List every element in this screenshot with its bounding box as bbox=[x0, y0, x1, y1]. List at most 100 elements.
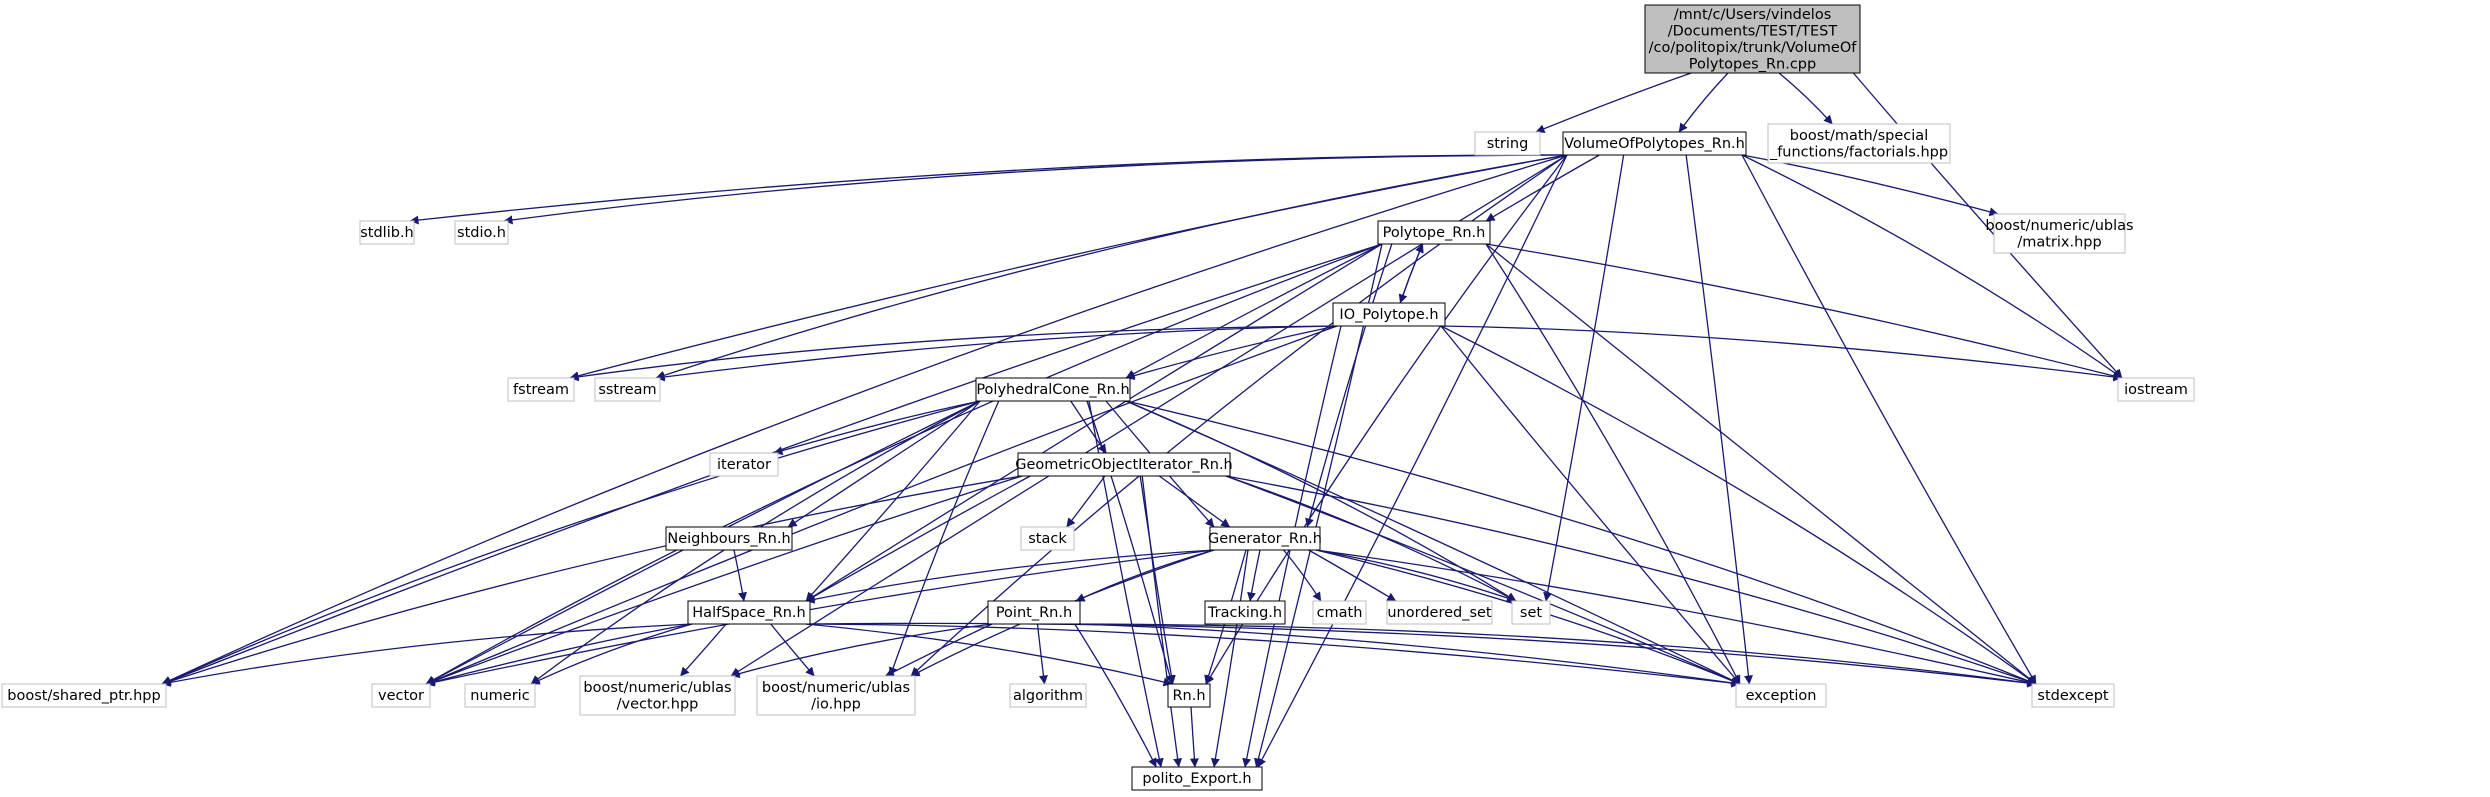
edge-halfspace-to-rnh bbox=[805, 623, 1173, 687]
edge-polytope-to-sharedptr bbox=[161, 243, 1383, 686]
node-box-fstream bbox=[507, 377, 575, 402]
edge-polytope-to-stdexcept bbox=[1485, 243, 2037, 685]
node-box-tracking bbox=[1204, 600, 1286, 625]
node-box-neighbours bbox=[665, 526, 793, 551]
node-label-fstream-line-0: fstream bbox=[513, 382, 569, 398]
edge-geomiter-to-exception bbox=[1225, 475, 1741, 685]
edges-layer bbox=[161, 72, 2123, 768]
node-box-stack bbox=[1020, 526, 1075, 551]
node-label-sharedptr-line-0: boost/shared_ptr.hpp bbox=[7, 688, 160, 704]
node-label-root-line-0: /mnt/c/Users/vindelos bbox=[1674, 7, 1832, 23]
node-label-matrix-line-1: /matrix.hpp bbox=[2017, 234, 2101, 250]
edge-halfspace-to-ublasvector bbox=[679, 623, 727, 677]
edge-volh-to-iostream bbox=[1741, 154, 2123, 379]
edge-polytope-to-polycone bbox=[1125, 243, 1383, 379]
node-stdexcept: stdexcept bbox=[2031, 683, 2115, 708]
node-point[interactable]: Point_Rn.h bbox=[987, 600, 1081, 625]
node-label-stack-line-0: stack bbox=[1028, 531, 1067, 547]
edge-halfspace-to-sharedptr bbox=[161, 623, 693, 687]
edge-iopolytope-to-polytope bbox=[1399, 243, 1424, 304]
edge-volh-to-stdio bbox=[503, 154, 1568, 225]
node-box-iostream bbox=[2117, 377, 2195, 402]
edge-generator-to-set bbox=[1315, 549, 1517, 603]
node-box-cmath bbox=[1312, 600, 1367, 625]
edge-polytope-to-vector bbox=[425, 243, 1383, 685]
edge-volh-to-sharedptr bbox=[161, 154, 1568, 685]
edge-polycone-to-stdexcept bbox=[1125, 400, 2037, 685]
edge-generator-to-vector bbox=[425, 549, 1215, 687]
node-polycone[interactable]: PolyhedralCone_Rn.h bbox=[975, 377, 1131, 402]
node-ublasvector: boost/numeric/ublas/vector.hpp bbox=[579, 675, 736, 716]
node-box-numeric bbox=[464, 683, 536, 708]
edge-generator-to-stdexcept bbox=[1315, 549, 2037, 687]
edge-root-to-string bbox=[1535, 72, 1692, 133]
node-ublasio: boost/numeric/ublas/io.hpp bbox=[756, 675, 916, 716]
node-sstream: sstream bbox=[594, 377, 661, 402]
node-label-ublasio-line-0: boost/numeric/ublas bbox=[762, 680, 910, 696]
node-factorials: boost/math/special_functions/factorials.… bbox=[1767, 123, 1951, 164]
node-label-string-line-0: string bbox=[1487, 136, 1529, 152]
edge-volh-to-polytope bbox=[1485, 154, 1600, 222]
edge-generator-to-politoexport bbox=[1210, 549, 1249, 768]
node-label-volh-line-0: VolumeOfPolytopes_Rn.h bbox=[1564, 136, 1745, 152]
node-neighbours[interactable]: Neighbours_Rn.h bbox=[665, 526, 793, 551]
node-box-polycone bbox=[975, 377, 1131, 402]
edge-halfspace-to-ublasio bbox=[770, 623, 815, 677]
node-halfspace[interactable]: HalfSpace_Rn.h bbox=[687, 600, 811, 625]
node-box-halfspace bbox=[687, 600, 811, 625]
node-label-generator-line-0: Generator_Rn.h bbox=[1208, 531, 1322, 547]
edge-generator-to-halfspace bbox=[805, 549, 1215, 604]
edge-neighbours-to-halfspace bbox=[733, 549, 747, 602]
node-label-stdlib-line-0: stdlib.h bbox=[360, 225, 414, 241]
edge-geomiter-to-stdexcept bbox=[1225, 475, 2037, 686]
node-box-politoexport bbox=[1131, 766, 1263, 791]
node-iopolytope[interactable]: IO_Polytope.h bbox=[1332, 302, 1446, 327]
node-label-iostream-line-0: iostream bbox=[2124, 382, 2188, 398]
edge-geomiter-to-vector bbox=[425, 475, 1023, 686]
node-box-point bbox=[987, 600, 1081, 625]
edge-geomiter-to-sharedptr bbox=[161, 475, 1023, 686]
node-box-ublasio bbox=[756, 675, 916, 716]
node-label-factorials-line-1: _functions/factorials.hpp bbox=[1769, 144, 1948, 160]
node-label-factorials-line-0: boost/math/special bbox=[1790, 128, 1928, 144]
node-label-exception-line-0: exception bbox=[1746, 688, 1817, 704]
node-set: set bbox=[1511, 600, 1551, 625]
edge-volh-to-exception bbox=[1685, 154, 1753, 685]
node-label-neighbours-line-0: Neighbours_Rn.h bbox=[667, 531, 790, 547]
edge-iopolytope-to-stdexcept bbox=[1440, 325, 2037, 685]
node-box-algorithm bbox=[1009, 683, 1087, 708]
node-volh[interactable]: VolumeOfPolytopes_Rn.h bbox=[1562, 131, 1747, 156]
node-box-vector bbox=[371, 683, 431, 708]
edge-volh-to-fstream bbox=[569, 154, 1568, 381]
node-box-ublasvector bbox=[579, 675, 736, 716]
node-root[interactable]: /mnt/c/Users/vindelos/Documents/TEST/TES… bbox=[1644, 4, 1861, 74]
edge-polycone-to-exception bbox=[1125, 400, 1741, 685]
node-label-ublasvector-line-1: /vector.hpp bbox=[617, 696, 699, 712]
edge-geomiter-to-generator bbox=[1158, 475, 1231, 528]
node-stack: stack bbox=[1020, 526, 1075, 551]
edge-geomiter-to-stack bbox=[1066, 475, 1106, 528]
edge-geomiter-to-halfspace bbox=[805, 475, 1031, 602]
node-numeric: numeric bbox=[464, 683, 536, 708]
node-label-halfspace-line-0: HalfSpace_Rn.h bbox=[692, 605, 805, 621]
node-politoexport[interactable]: polito_Export.h bbox=[1131, 766, 1263, 791]
node-box-matrix bbox=[1993, 213, 2126, 254]
node-geomiter[interactable]: GeometricObjectIterator_Rn.h bbox=[1015, 452, 1233, 477]
edge-polytope-to-iostream bbox=[1485, 243, 2123, 381]
node-label-iopolytope-line-0: IO_Polytope.h bbox=[1339, 307, 1438, 323]
node-iterator: iterator bbox=[709, 452, 779, 477]
node-generator[interactable]: Generator_Rn.h bbox=[1208, 526, 1322, 551]
node-rnh[interactable]: Rn.h bbox=[1167, 683, 1211, 708]
edge-volh-to-politoexport bbox=[1257, 154, 1568, 768]
node-label-geomiter-line-0: GeometricObjectIterator_Rn.h bbox=[1015, 457, 1233, 473]
node-polytope[interactable]: Polytope_Rn.h bbox=[1377, 220, 1491, 245]
edge-polycone-to-politoexport bbox=[1088, 400, 1164, 768]
edge-point-to-exception bbox=[1075, 623, 1741, 688]
node-label-ublasvector-line-0: boost/numeric/ublas bbox=[583, 680, 731, 696]
node-tracking[interactable]: Tracking.h bbox=[1204, 600, 1286, 625]
node-vector: vector bbox=[371, 683, 431, 708]
node-box-sstream bbox=[594, 377, 661, 402]
edge-iopolytope-to-vector bbox=[425, 325, 1338, 685]
node-label-matrix-line-0: boost/numeric/ublas bbox=[1985, 218, 2133, 234]
